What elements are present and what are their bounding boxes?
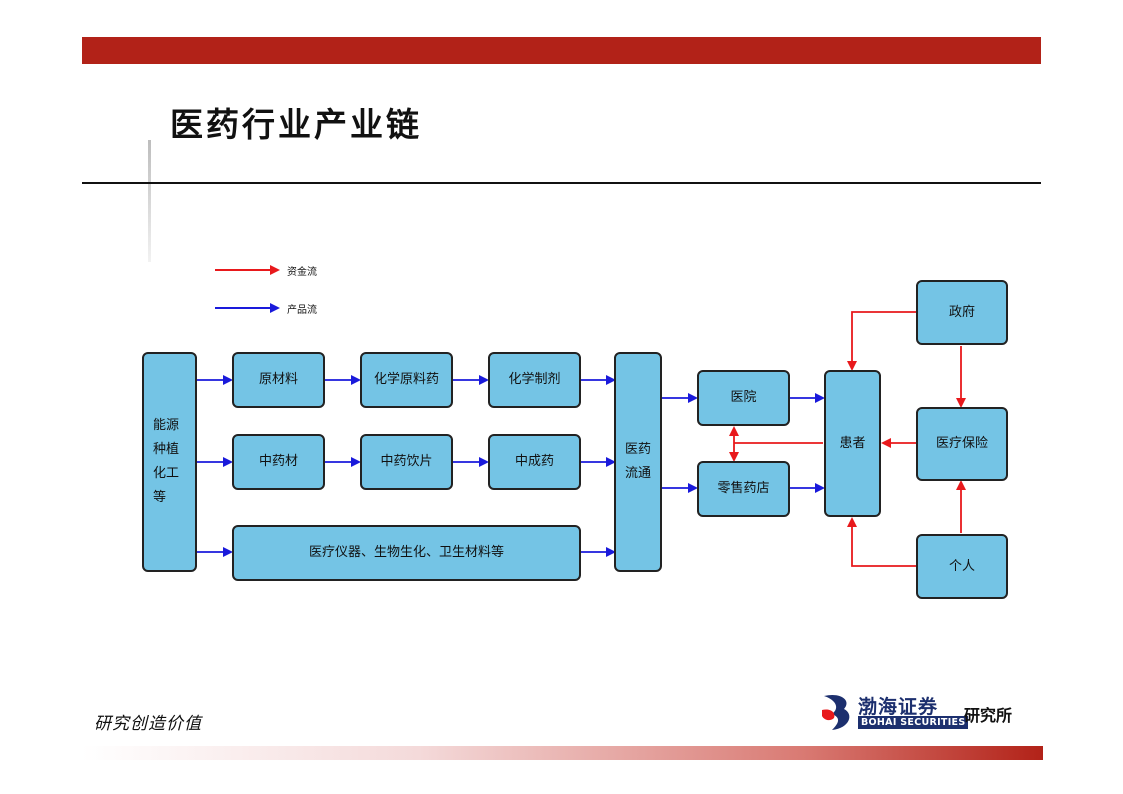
footer-gradient-bar bbox=[82, 746, 1043, 760]
legend-product-label: 产品流 bbox=[287, 305, 317, 316]
node-medical-devices: 医疗仪器、生物生化、卫生材料等 bbox=[232, 525, 581, 581]
legend-money-label: 资金流 bbox=[287, 267, 317, 278]
money-individual-to-patient bbox=[847, 517, 916, 567]
money-government-to-patient bbox=[847, 311, 916, 371]
node-patient: 患者 bbox=[824, 370, 881, 517]
top-accent-bar bbox=[82, 37, 1041, 64]
node-government: 政府 bbox=[916, 280, 1008, 345]
node-hospital: 医院 bbox=[697, 370, 790, 426]
node-tcm-materials: 中药材 bbox=[232, 434, 325, 490]
node-retail-pharmacy: 零售药店 bbox=[697, 461, 790, 517]
logo-chinese-name: 渤海证券 bbox=[858, 696, 939, 718]
footer-slogan: 研究创造价值 bbox=[94, 714, 202, 734]
bohai-logo-icon bbox=[822, 694, 850, 730]
node-medical-insurance: 医疗保险 bbox=[916, 407, 1008, 481]
node-raw-materials: 原材料 bbox=[232, 352, 325, 408]
node-pharma-distribution: 医药 流通 bbox=[614, 352, 662, 572]
title-divider bbox=[82, 182, 1041, 184]
node-tcm-decoction-pieces: 中药饮片 bbox=[360, 434, 453, 490]
node-chemical-api: 化学原料药 bbox=[360, 352, 453, 408]
node-energy: 能源 种植 化工 等 bbox=[142, 352, 197, 572]
logo-english-name: BOHAI SECURITIES bbox=[858, 716, 969, 729]
node-chinese-patent-medicine: 中成药 bbox=[488, 434, 581, 490]
page-title: 医药行业产业链 bbox=[170, 105, 422, 144]
left-accent-line bbox=[148, 140, 151, 262]
node-chemical-preparation: 化学制剂 bbox=[488, 352, 581, 408]
logo-department: 研究所 bbox=[964, 706, 1013, 725]
node-individual: 个人 bbox=[916, 534, 1008, 599]
